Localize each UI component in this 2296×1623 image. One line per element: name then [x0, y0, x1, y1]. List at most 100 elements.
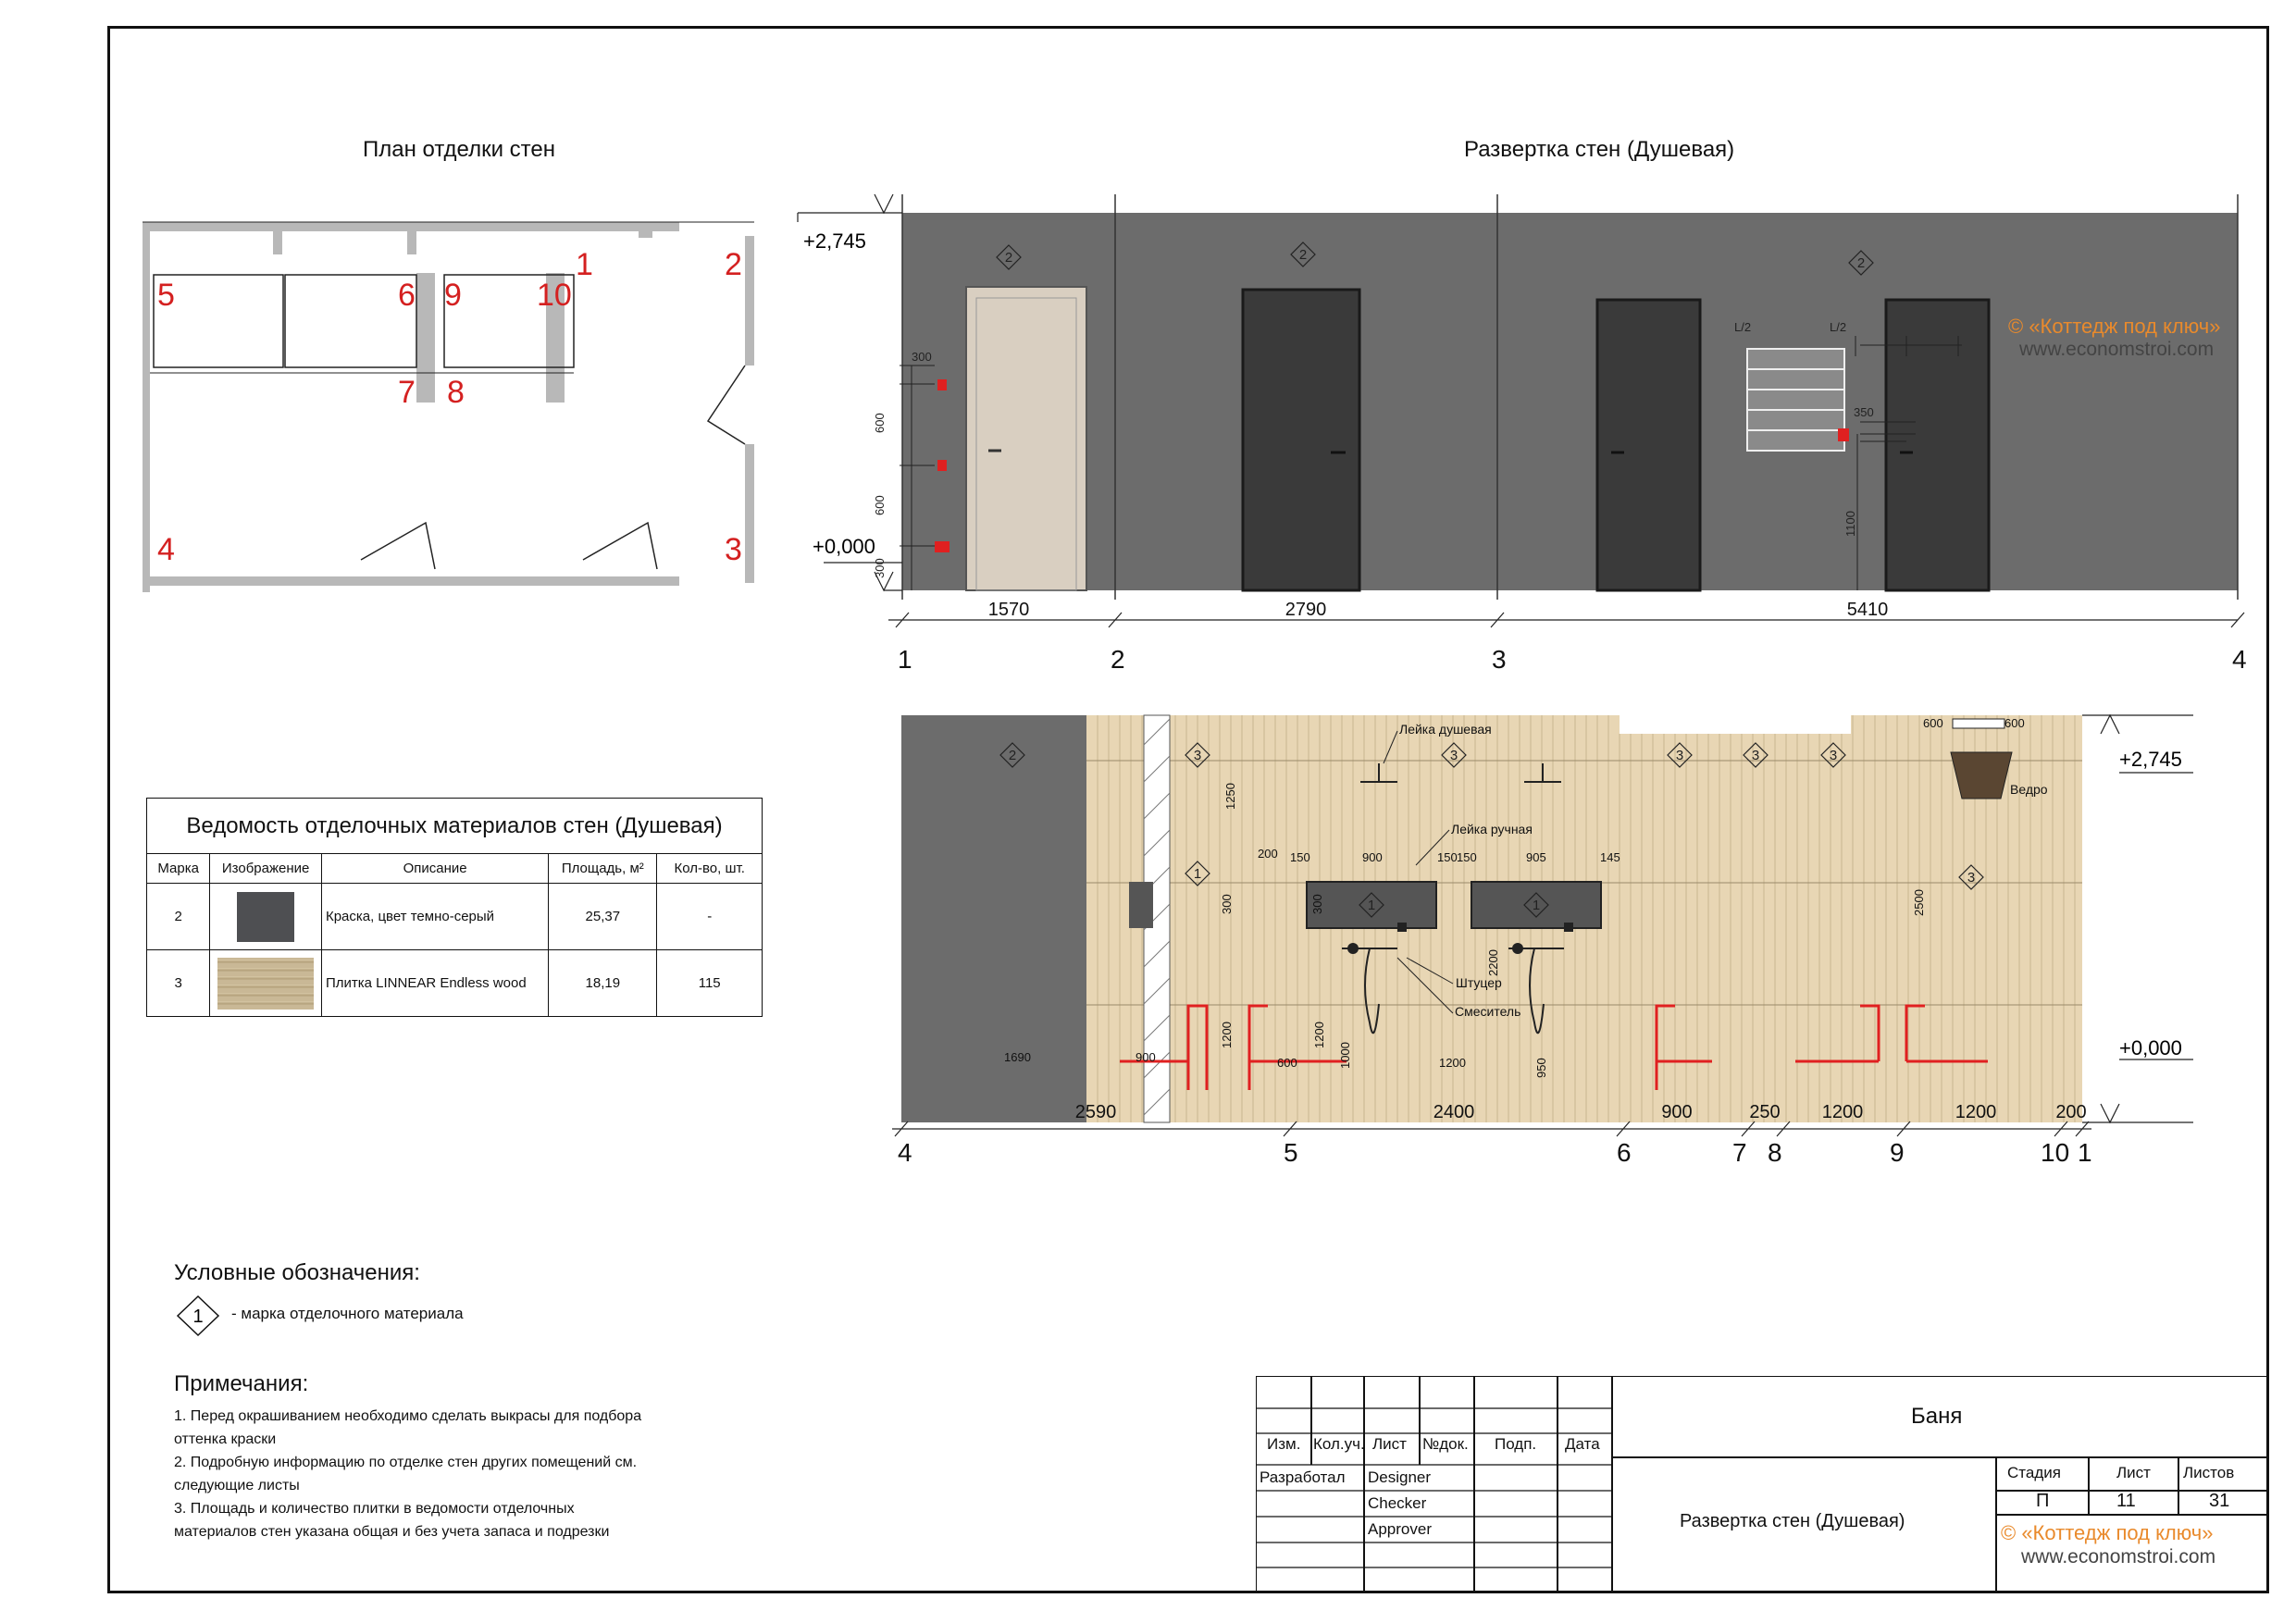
top-axis-4: 4: [2232, 645, 2247, 674]
d-300b: 300: [1310, 894, 1324, 914]
col-qty: Кол-во, шт.: [656, 853, 763, 884]
d-2500: 2500: [1912, 889, 1926, 916]
stamp-name-approver: Approver: [1368, 1520, 1432, 1538]
d-1000: 1000: [1338, 1042, 1352, 1069]
stamp-col-podp: Подп.: [1495, 1435, 1537, 1453]
top-axis-2: 2: [1111, 645, 1125, 674]
b-level-zero: +0,000: [2119, 1036, 2182, 1059]
swatch-wood: [209, 949, 322, 1017]
marker-2b: 2: [1299, 247, 1307, 263]
legend-text: - марка отделочного материала: [231, 1305, 464, 1322]
d-1200b: 1200: [1312, 1022, 1326, 1048]
col-image: Изображение: [209, 853, 322, 884]
watermark-brand-top: © «Коттедж под ключ»: [2008, 315, 2221, 338]
stamp-col-koluch: Кол.уч.: [1313, 1435, 1365, 1453]
rail-dim-350: 350: [1854, 405, 1874, 419]
watermark-url-top: www.economstroi.com: [2019, 339, 2215, 360]
materials-title: Ведомость отделочных материалов стен (Ду…: [146, 798, 763, 854]
table-row: 2 Краска, цвет темно-серый 25,37 -: [145, 883, 763, 950]
top-axis-1: 1: [898, 645, 912, 674]
plan-title: План отделки стен: [363, 137, 555, 162]
wall-finish-plan: 5 6 9 10 1 2 7 8 4 3: [143, 221, 754, 592]
b-axis-6: 6: [1617, 1138, 1632, 1167]
row-mark: 2: [145, 883, 211, 950]
row-desc: Краска, цвет темно-серый: [320, 883, 550, 950]
notes-title: Примечания:: [174, 1371, 309, 1396]
marker-2c: 2: [1857, 255, 1865, 271]
label-bucket: Ведро: [2010, 782, 2048, 797]
top-axis-3: 3: [1492, 645, 1507, 674]
stamp-sheet-title: Развертка стен (Душевая): [1680, 1511, 1905, 1531]
b-axis-7: 7: [1732, 1138, 1747, 1167]
stamp-name-designer: Designer: [1368, 1468, 1432, 1486]
b-marker-1c: 1: [1533, 898, 1540, 913]
stamp-role-developer: Разработал: [1260, 1468, 1346, 1486]
b-marker-2: 2: [1009, 748, 1016, 763]
d-950: 950: [1534, 1058, 1548, 1078]
plan-mark-6: 6: [398, 278, 416, 313]
plan-mark-3: 3: [725, 532, 742, 567]
d-150c: 150: [1457, 850, 1477, 864]
vdim-300-top: 300: [912, 350, 932, 364]
b-marker-3c: 3: [1676, 748, 1683, 763]
b-marker-1b: 1: [1368, 898, 1375, 913]
plan-mark-8: 8: [447, 375, 465, 410]
b-marker-3b: 3: [1450, 748, 1458, 763]
plan-mark-9: 9: [444, 278, 462, 313]
d-150a: 150: [1290, 850, 1310, 864]
legend-title: Условные обозначения:: [174, 1260, 420, 1285]
d-1200a: 1200: [1220, 1022, 1234, 1048]
vdim-600-b: 600: [873, 495, 887, 515]
row-qty: 115: [656, 949, 763, 1017]
top-dim-5410: 5410: [1847, 600, 1889, 620]
d-150b: 150: [1437, 850, 1458, 864]
b-dim-900: 900: [1661, 1102, 1692, 1122]
stamp-col-data: Дата: [1565, 1435, 1600, 1453]
stamp-name-checker: Checker: [1368, 1494, 1427, 1512]
watermark-url-bottom: www.economstroi.com: [2021, 1546, 2216, 1567]
b-level-top: +2,745: [2119, 748, 2182, 771]
table-row: 3 Плитка LINNEAR Endless wood 18,19 115: [145, 949, 763, 1017]
plan-mark-2: 2: [725, 247, 742, 282]
d-300a: 300: [1220, 894, 1234, 914]
marker-2a: 2: [1005, 250, 1012, 266]
col-area: Площадь, м²: [548, 853, 658, 884]
b-dim-1200b: 1200: [1955, 1102, 1997, 1122]
plan-mark-5: 5: [157, 278, 175, 313]
d-900: 900: [1362, 850, 1383, 864]
plan-mark-1: 1: [576, 247, 593, 282]
level-zero: +0,000: [813, 535, 875, 558]
b-marker-3d: 3: [1752, 748, 1759, 763]
watermark-brand-bottom: © «Коттедж под ключ»: [2001, 1521, 2214, 1544]
vdim-300-bottom: 300: [873, 558, 887, 578]
notes-body: 1. Перед окрашиванием необходимо сделать…: [174, 1408, 642, 1540]
row-desc: Плитка LINNEAR Endless wood: [320, 949, 550, 1017]
col-desc: Описание: [320, 853, 550, 884]
elevation-top: 2 2 2 300 600 600 300 L/2 L/2 350 1100: [797, 193, 2247, 674]
top-dim-1570: 1570: [988, 600, 1030, 620]
legend-marker: 1: [176, 1295, 220, 1337]
stamp-col-izm: Изм.: [1267, 1435, 1301, 1453]
d-2200: 2200: [1486, 949, 1500, 976]
label-mixer: Смеситель: [1455, 1004, 1520, 1019]
b-axis-8: 8: [1768, 1138, 1782, 1167]
plan-mark-10: 10: [537, 278, 572, 313]
stamp-sheets-label: Листов: [2183, 1464, 2235, 1481]
stamp-sheets: 31: [2209, 1491, 2230, 1511]
rail-half-left: L/2: [1734, 320, 1751, 334]
d-900b: 900: [1136, 1050, 1156, 1064]
b-dim-250: 250: [1749, 1102, 1780, 1122]
b-marker-3e: 3: [1830, 748, 1837, 763]
materials-table: Ведомость отделочных материалов стен (Ду…: [145, 798, 763, 1017]
title-block: [1256, 1376, 2268, 1593]
level-top: +2,745: [803, 229, 866, 253]
rail-half-right: L/2: [1830, 320, 1846, 334]
stamp-project: Баня: [1911, 1404, 1963, 1429]
title-block-text: Изм. Кол.уч. Лист №док. Подп. Дата Разра…: [1256, 1376, 2268, 1593]
row-area: 25,37: [548, 883, 658, 950]
elevation-title: Развертка стен (Душевая): [1464, 137, 1735, 162]
b-axis-10: 10: [2041, 1138, 2069, 1167]
vdim-600-a: 600: [873, 413, 887, 433]
b-dim-2400: 2400: [1433, 1102, 1475, 1122]
stamp-sheet-label: Лист: [2116, 1464, 2151, 1481]
